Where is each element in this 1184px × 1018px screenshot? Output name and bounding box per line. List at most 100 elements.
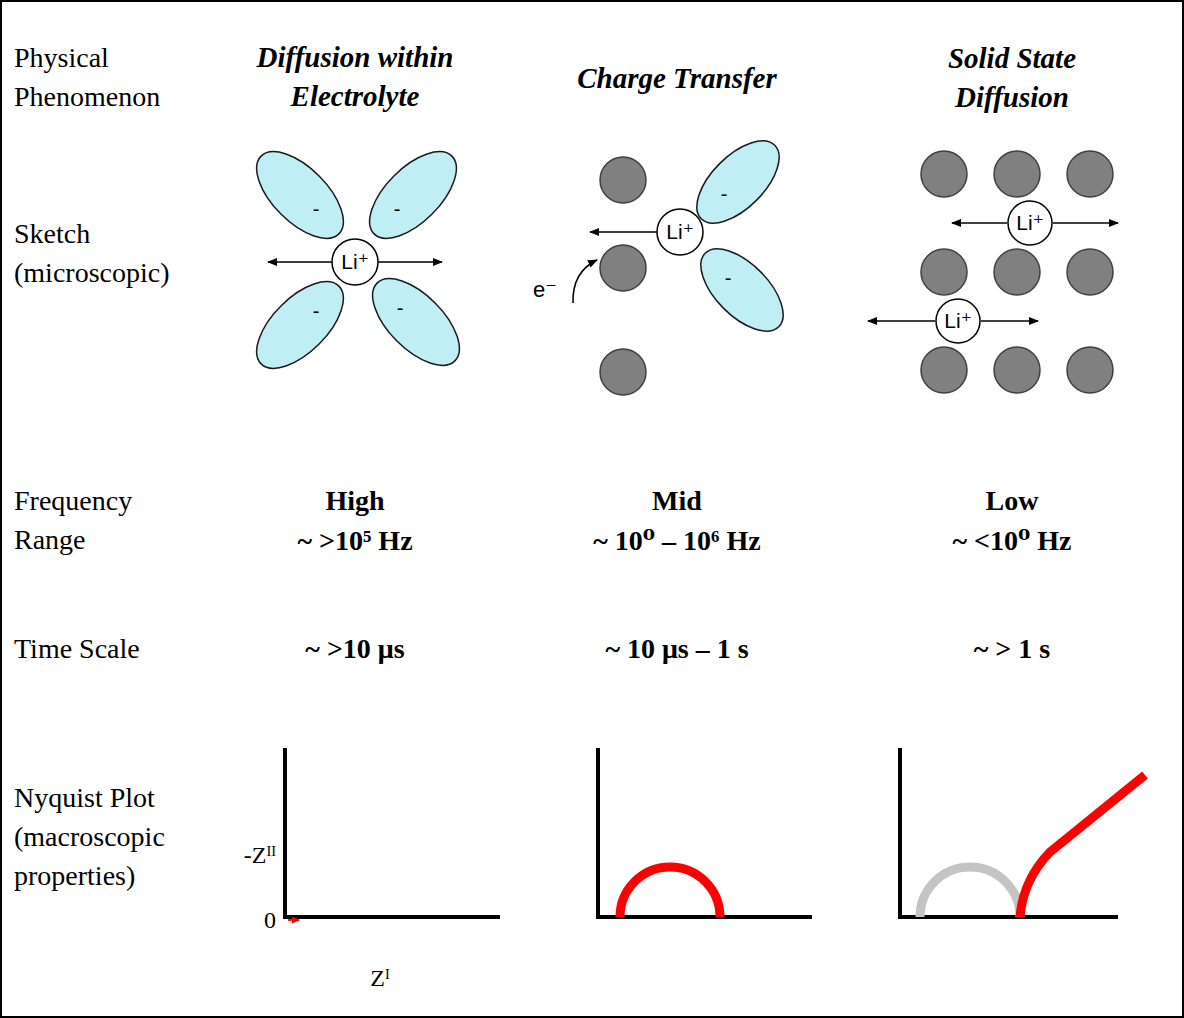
ellipse-shape xyxy=(242,267,358,383)
column-heading: Solid State Diffusion xyxy=(948,42,1076,113)
column-heading: Charge Transfer xyxy=(577,62,777,94)
motion-arrow xyxy=(268,261,332,263)
solvent-ellipse: - xyxy=(355,137,471,253)
range-name: High xyxy=(325,485,384,516)
motion-arrow xyxy=(952,222,1007,224)
host-atom xyxy=(1067,151,1113,197)
time-value-box: ~ 10 μs – 1 s xyxy=(527,629,827,668)
electron-label-box: e⁻ xyxy=(533,277,569,303)
host-atom xyxy=(1067,347,1113,393)
range-name: Mid xyxy=(652,485,702,516)
time-value: ~ >10 μs xyxy=(305,633,404,664)
row-heading: Sketch (microscopic) xyxy=(14,218,170,288)
range-name-box: High xyxy=(205,481,505,520)
column-heading-box: Charge Transfer xyxy=(537,59,817,98)
frequency-value-box: ~ >10⁵ Hz xyxy=(205,521,505,560)
column-heading: Diffusion within Electrolyte xyxy=(257,41,454,112)
ellipse-outline xyxy=(355,137,471,253)
frequency-value: ~ 10⁰ – 10⁶ Hz xyxy=(593,525,760,556)
ion-shape xyxy=(936,299,980,343)
time-value-box: ~ > 1 s xyxy=(862,629,1162,668)
host-atom xyxy=(1067,249,1113,295)
ellipse-outline xyxy=(242,267,358,383)
motion-arrow xyxy=(868,320,935,322)
axis-label-box: -Zᴵᴵ xyxy=(216,840,276,870)
time-value-box: ~ >10 μs xyxy=(205,629,505,668)
ellipse-shape xyxy=(242,137,358,253)
solvent-ellipse: - xyxy=(242,267,358,383)
row-heading: Nyquist Plot (macroscopic properties) xyxy=(14,782,165,891)
frequency-value-box: ~ <10⁰ Hz xyxy=(862,521,1162,560)
host-atom xyxy=(994,151,1040,197)
charge-sign: - xyxy=(725,267,732,289)
axis-label: Zᴵ xyxy=(370,965,389,991)
plot-axis xyxy=(283,915,500,919)
axis-label: -Zᴵᴵ xyxy=(244,842,276,868)
ion-shape xyxy=(332,239,378,285)
host-atom xyxy=(600,349,646,395)
range-name-box: Mid xyxy=(527,481,827,520)
column-heading-box: Diffusion within Electrolyte xyxy=(220,38,490,116)
motion-arrow xyxy=(1053,222,1118,224)
charge-sign: - xyxy=(721,183,728,205)
row-heading-box: Nyquist Plot (macroscopic properties) xyxy=(14,778,194,895)
plot-axis xyxy=(596,748,600,919)
axis-label: 0 xyxy=(264,907,276,933)
ellipse-shape xyxy=(358,264,474,380)
frequency-value-box: ~ 10⁰ – 10⁶ Hz xyxy=(527,521,827,560)
solvent-ellipse: - xyxy=(242,137,358,253)
plot-axis xyxy=(898,748,902,919)
ion-circle: Li⁺ xyxy=(934,297,982,345)
plot-axis xyxy=(596,915,812,919)
warburg-line xyxy=(1020,775,1145,917)
motion-arrow xyxy=(378,261,442,263)
motion-arrow xyxy=(590,231,657,233)
row-heading-box: Sketch (microscopic) xyxy=(14,214,194,292)
host-atom xyxy=(994,249,1040,295)
charge-sign: - xyxy=(313,300,320,322)
row-heading-box: Time Scale xyxy=(14,629,194,668)
semicircle-curve xyxy=(920,867,1020,917)
column-heading-box: Solid State Diffusion xyxy=(912,39,1112,117)
ellipse-outline xyxy=(358,264,474,380)
ion-label: Li⁺ xyxy=(666,220,693,244)
electron-label: e⁻ xyxy=(533,277,557,302)
row-heading: Physical Phenomenon xyxy=(14,42,160,112)
host-atom xyxy=(600,245,646,291)
time-value: ~ > 1 s xyxy=(974,633,1050,664)
time-value: ~ 10 μs – 1 s xyxy=(605,633,748,664)
ion-label: Li⁺ xyxy=(341,250,368,274)
host-atom xyxy=(921,151,967,197)
axis-label-box: Zᴵ xyxy=(350,963,410,993)
ellipse-outline xyxy=(242,137,358,253)
frequency-value: ~ >10⁵ Hz xyxy=(297,525,412,556)
ion-circle: Li⁺ xyxy=(655,207,705,257)
ion-label: Li⁺ xyxy=(944,309,971,333)
ion-circle: Li⁺ xyxy=(330,237,380,287)
semicircle-curve xyxy=(620,867,720,917)
row-heading-box: Physical Phenomenon xyxy=(14,38,194,116)
solvent-ellipse: - xyxy=(358,264,474,380)
charge-sign: - xyxy=(313,198,320,220)
row-heading: Frequency Range xyxy=(14,485,132,555)
charge-sign: - xyxy=(394,198,401,220)
range-name-box: Low xyxy=(862,481,1162,520)
ellipse-shape xyxy=(355,137,471,253)
frequency-value: ~ <10⁰ Hz xyxy=(953,525,1072,556)
range-name: Low xyxy=(986,485,1039,516)
plot-axis xyxy=(898,915,1118,919)
ellipse-shape xyxy=(687,235,797,345)
ion-shape xyxy=(1008,201,1052,245)
solvent-ellipse: - xyxy=(687,235,797,345)
charge-sign: - xyxy=(397,297,404,319)
axis-label-box: 0 xyxy=(246,905,276,935)
motion-arrow xyxy=(981,320,1038,322)
row-heading-box: Frequency Range xyxy=(14,481,194,559)
impedance-point xyxy=(288,919,299,921)
plot-axis xyxy=(283,748,287,919)
ion-shape xyxy=(657,209,703,255)
host-atom xyxy=(921,249,967,295)
host-atom xyxy=(600,157,646,203)
